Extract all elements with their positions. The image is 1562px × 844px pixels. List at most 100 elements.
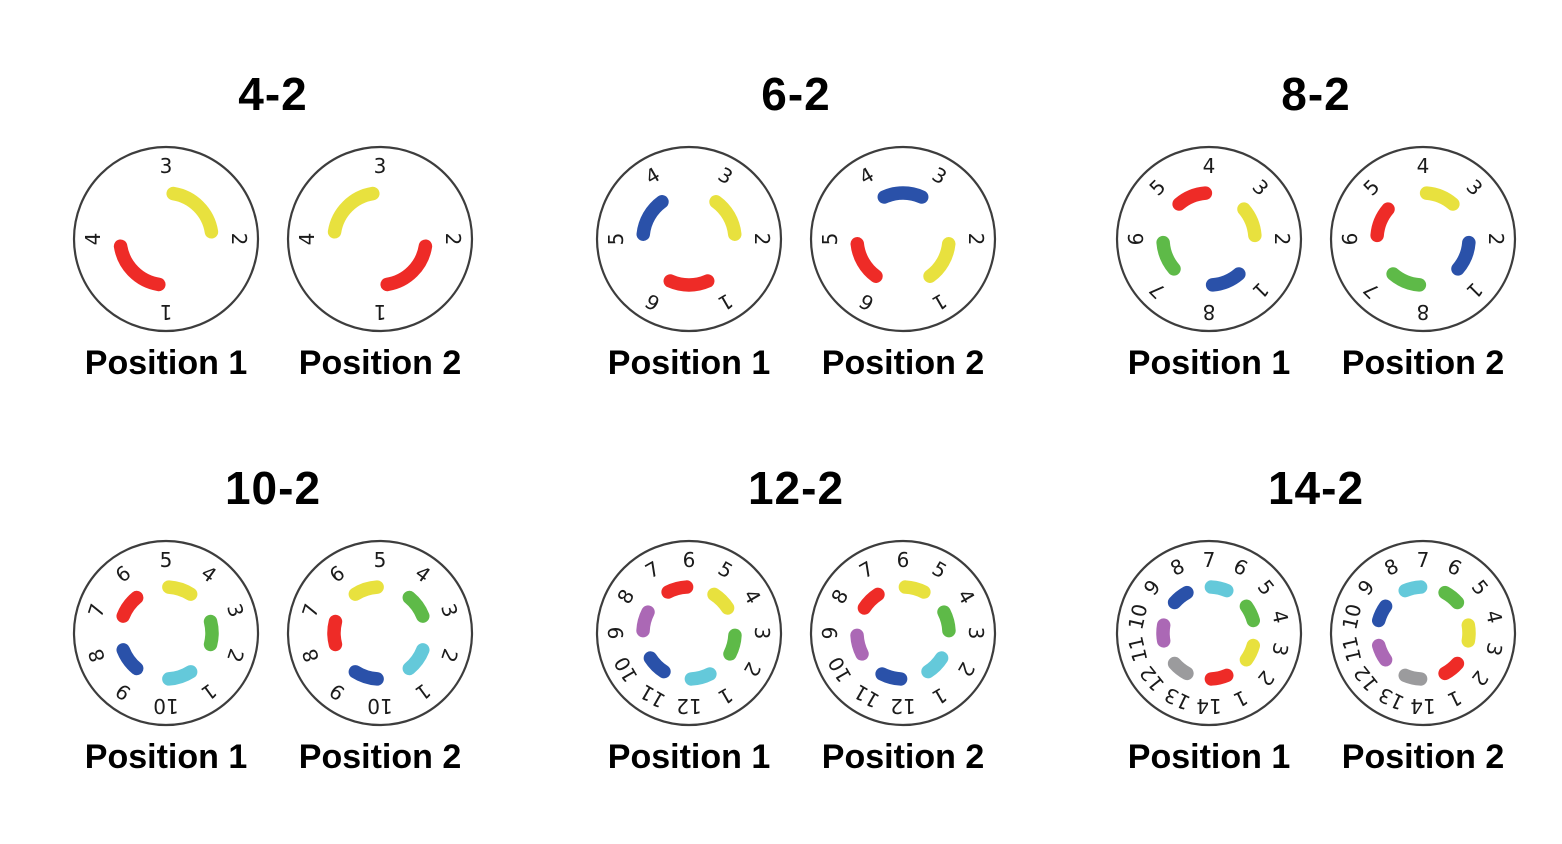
flow-arc-port6-port1: [663, 274, 715, 292]
captions-row: Position 1 Position 2: [1066, 738, 1562, 777]
flow-arc-port8-port7: [1398, 580, 1428, 598]
port-label-4: 4: [1203, 154, 1216, 178]
port-label-2: 2: [441, 233, 465, 246]
valve-circle: [1115, 539, 1303, 727]
port-label-3: 3: [964, 627, 988, 640]
flow-arc-port3-port2: [709, 195, 742, 241]
flow-arc-port8-port7: [327, 614, 343, 652]
flow-arc-port12-port11: [1372, 638, 1393, 667]
figure-caption: Position 2: [1341, 344, 1505, 382]
port-label-2: 2: [964, 233, 988, 246]
figure-caption: Position 1: [1127, 738, 1291, 776]
flow-arc-port9-port8: [636, 605, 655, 638]
flow-arc-port8-port7: [857, 587, 885, 615]
valve-circle: [1115, 145, 1303, 333]
flow-arc-port11-port10: [1156, 618, 1171, 648]
port-label-2: 2: [1484, 233, 1508, 246]
port-label-4: 4: [1267, 608, 1293, 626]
valve-circle: [1329, 539, 1517, 727]
flow-arc-port3-port2: [723, 628, 742, 661]
figure-caption: Position 1: [84, 344, 248, 382]
flow-arc-port3-port2: [1239, 638, 1260, 667]
figure-caption: Position 2: [298, 344, 462, 382]
figure-caption: Position 1: [1127, 344, 1291, 382]
figure-caption: Position 1: [607, 738, 771, 776]
port-label-8: 8: [1203, 300, 1216, 324]
port-label-14: 14: [1196, 694, 1221, 718]
flow-arc-port10-port9: [1372, 599, 1393, 628]
port-label-10: 10: [1337, 602, 1366, 632]
valve-circle: [72, 145, 260, 333]
port-label-11: 11: [1123, 634, 1152, 664]
port-label-8: 8: [1417, 300, 1430, 324]
valve-circle: [809, 145, 997, 333]
port-label-3: 3: [750, 627, 774, 640]
port-label-5: 5: [604, 233, 628, 246]
flow-arc-port3-port2: [203, 614, 219, 652]
flow-arc-port1-port2: [1451, 235, 1476, 276]
valve-circle: [286, 539, 474, 727]
flow-arc-port13-port12: [1167, 656, 1194, 681]
panel-title: 10-2: [224, 462, 322, 514]
figure-caption: Position 2: [1341, 738, 1505, 776]
flow-arc-port10-port9: [348, 665, 384, 686]
flow-arc-port4-port3: [1461, 618, 1476, 648]
flow-arc-port5-port4: [707, 587, 735, 615]
flow-arc-port5-port4: [636, 195, 669, 241]
panel-title: 14-2: [1267, 462, 1365, 514]
flow-arc-port10-port9: [850, 628, 869, 661]
port-label-5: 5: [160, 548, 173, 572]
flow-arc-port4-port3: [402, 590, 430, 623]
figure-caption: Position 1: [84, 738, 248, 776]
port-label-3: 3: [374, 154, 387, 178]
flow-arc-port7-port6: [1204, 580, 1234, 598]
port-label-6: 6: [1338, 233, 1362, 246]
flow-arc-port8-port7: [1386, 267, 1427, 292]
valve-circle: [595, 539, 783, 727]
port-label-10: 10: [1123, 602, 1152, 632]
port-label-4: 4: [295, 233, 319, 246]
flow-arc-port6-port5: [1370, 202, 1395, 243]
port-label-6: 6: [683, 548, 696, 572]
captions-row: Position 1 Position 2: [1066, 344, 1562, 383]
flow-arc-port6-port5: [1438, 585, 1465, 610]
port-label-6: 6: [897, 548, 910, 572]
port-label-2: 2: [1270, 233, 1294, 246]
port-label-10: 10: [153, 694, 178, 718]
port-label-9: 9: [818, 627, 842, 640]
port-label-2: 2: [750, 233, 774, 246]
flow-arc-port10-port1: [162, 665, 198, 686]
flow-arc-port11-port10: [643, 651, 671, 679]
flow-arc-port1-port2: [380, 239, 433, 292]
port-label-14: 14: [1410, 694, 1435, 718]
port-label-2: 2: [227, 233, 251, 246]
valve-circle: [809, 539, 997, 727]
flow-arc-port4-port3: [877, 186, 929, 204]
figure-caption: Position 2: [821, 738, 985, 776]
flow-arc-port7-port6: [661, 580, 694, 599]
flow-arc-port4-port3: [1419, 186, 1460, 211]
port-label-5: 5: [818, 233, 842, 246]
flow-arc-port4-port3: [327, 186, 380, 239]
port-label-3: 3: [160, 154, 173, 178]
port-label-4: 4: [1481, 608, 1507, 626]
